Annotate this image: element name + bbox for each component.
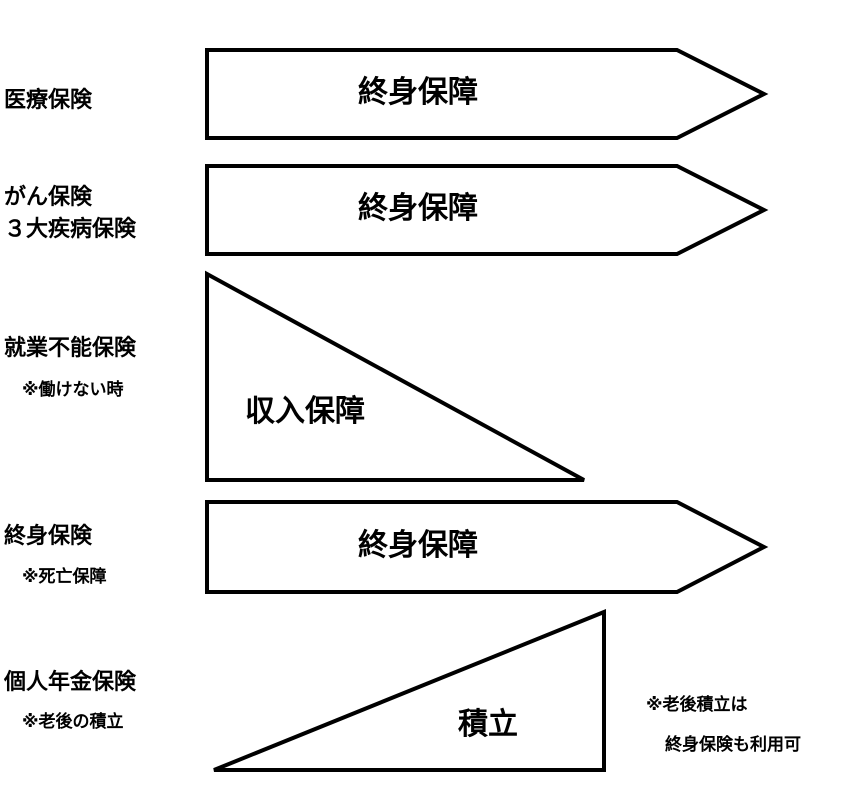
side-note-line-2: 終身保険も利用可 bbox=[665, 735, 801, 755]
shape-label-income-protection: 収入保障 bbox=[245, 394, 365, 429]
shape-label-lifetime-coverage: 終身保障 bbox=[358, 191, 478, 226]
category-label-disability-insurance: 就業不能保険 bbox=[4, 336, 137, 361]
note-death-coverage: ※死亡保障 bbox=[22, 567, 107, 587]
category-label-three-major-diseases: ３大疾病保険 bbox=[4, 217, 137, 242]
category-label-medical-insurance: 医療保険 bbox=[4, 88, 93, 113]
note-when-unable-to-work: ※働けない時 bbox=[22, 380, 124, 400]
side-note-line-1: ※老後積立は bbox=[646, 695, 748, 715]
shape-label-lifetime-coverage: 終身保障 bbox=[358, 75, 478, 110]
arrow-shape-whole-life bbox=[205, 500, 769, 594]
category-label-cancer-insurance: がん保険 bbox=[4, 185, 93, 210]
note-retirement-savings: ※老後の積立 bbox=[22, 712, 124, 732]
category-label-whole-life-insurance: 終身保険 bbox=[4, 524, 93, 549]
shape-label-lifetime-coverage: 終身保障 bbox=[358, 528, 478, 563]
shape-label-savings: 積立 bbox=[458, 707, 518, 742]
triangle-shape-pension bbox=[213, 609, 606, 772]
arrow-shape-medical bbox=[205, 48, 769, 140]
category-label-pension-insurance: 個人年金保険 bbox=[4, 670, 137, 695]
triangle-shape-income bbox=[205, 270, 585, 482]
arrow-shape-cancer bbox=[205, 164, 769, 256]
